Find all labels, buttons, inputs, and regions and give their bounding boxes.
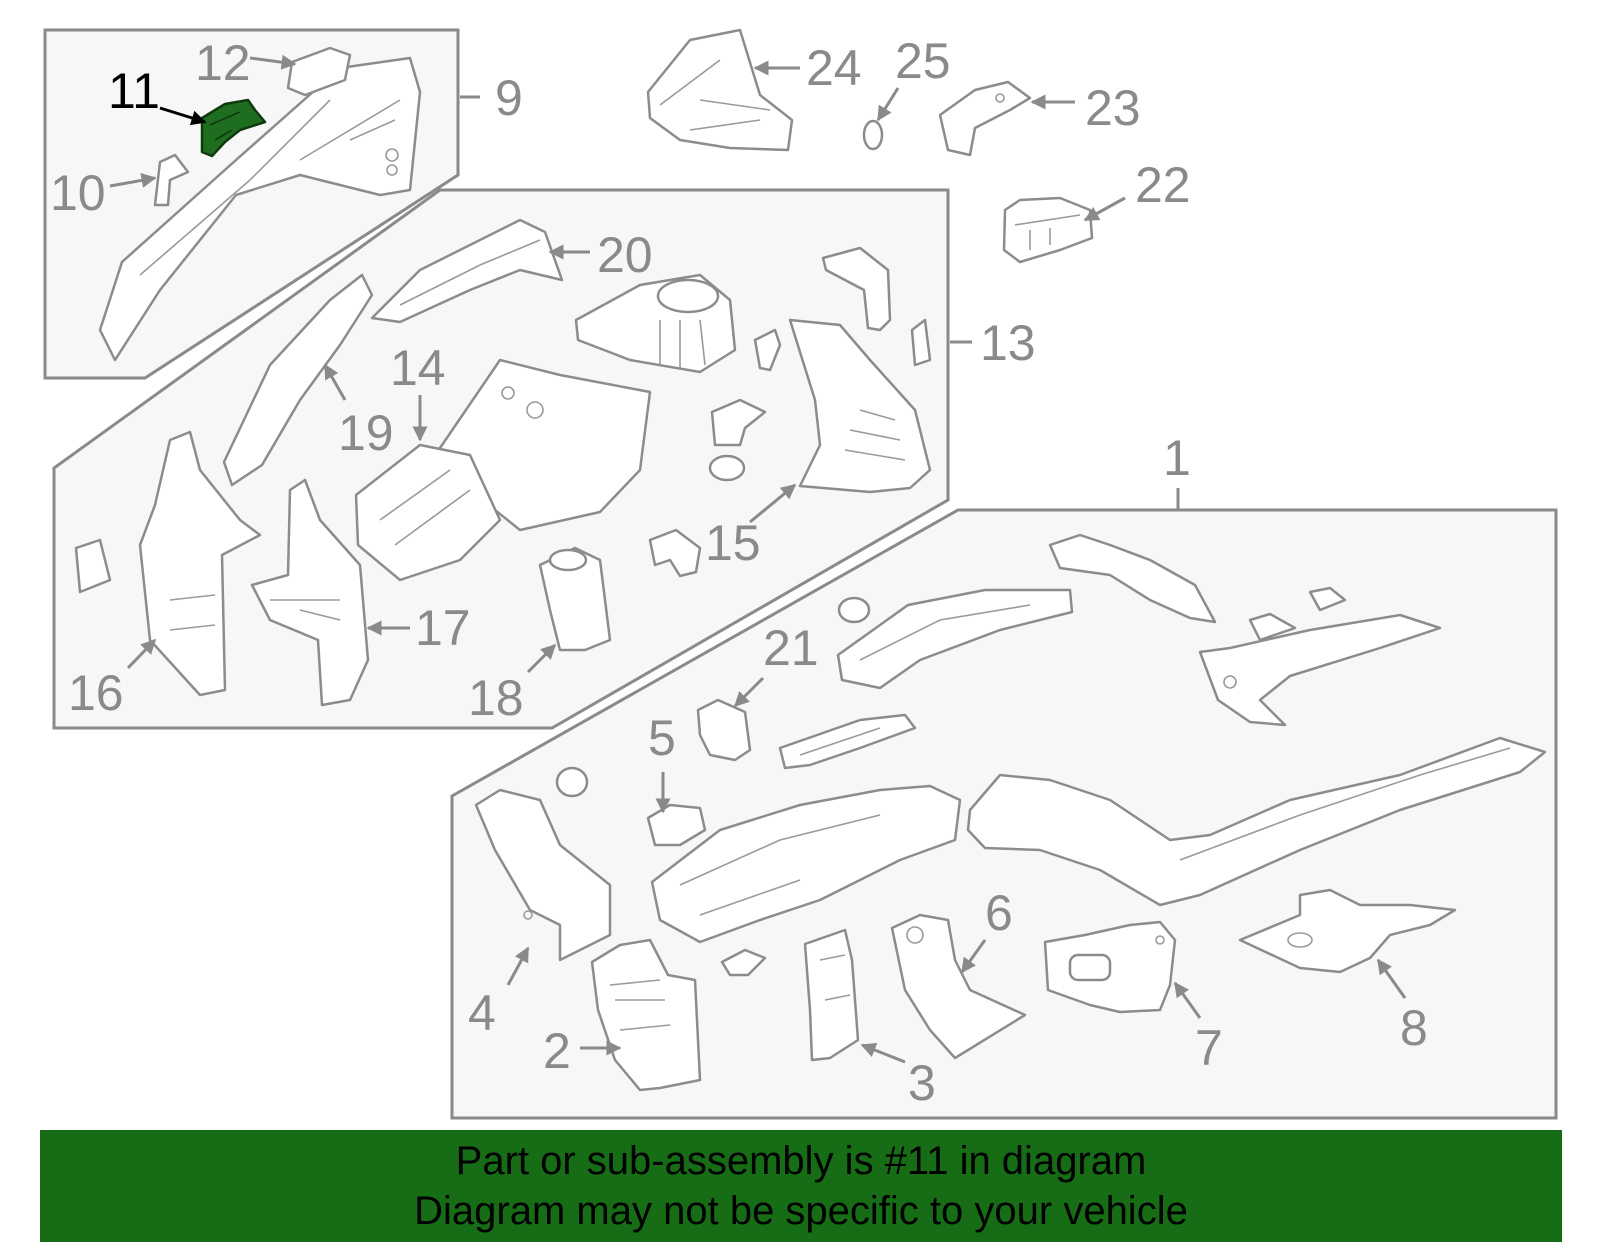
callout-16: 16	[68, 665, 124, 721]
leader-11	[159, 106, 207, 126]
leader-19	[323, 363, 347, 401]
callout-13: 13	[980, 315, 1036, 371]
callout-12: 12	[195, 35, 251, 91]
part-4-pillar	[474, 788, 612, 962]
leader-8	[1376, 958, 1407, 999]
part-12-bracket	[286, 46, 352, 97]
callout-18: 18	[468, 670, 524, 726]
part-1-bracket-upper	[1048, 533, 1347, 642]
part-1-frame-rail	[650, 736, 1547, 944]
part-15-wheelhouse	[788, 318, 932, 494]
part-reinforcement	[778, 713, 917, 770]
part-25-grommet	[862, 119, 884, 151]
leader-7	[1173, 981, 1202, 1019]
part-plug	[555, 766, 589, 798]
callout-20: 20	[597, 227, 653, 283]
part-24-housing	[646, 28, 794, 152]
callout-9: 9	[495, 70, 523, 126]
callout-11: 11	[108, 63, 160, 119]
callout-14: 14	[390, 340, 446, 396]
part-1-rail-right	[1198, 613, 1442, 727]
part-13-bracket	[821, 246, 932, 367]
part-strut-tower	[574, 273, 737, 374]
callout-8: 8	[1400, 1000, 1428, 1056]
callout-7: 7	[1195, 1020, 1223, 1076]
part-16-panel	[74, 430, 262, 697]
part-23-bracket	[938, 80, 1032, 157]
callout-6: 6	[985, 885, 1013, 941]
part-6-bracket	[890, 913, 1027, 1060]
part-20-panel	[370, 218, 564, 324]
banner-line-part: Part or sub-assembly is #11 in diagram	[455, 1139, 1147, 1183]
callout-21: 21	[763, 620, 819, 676]
callout-10: 10	[50, 165, 106, 221]
part-3-channel	[803, 928, 860, 1062]
callout-4: 4	[468, 985, 496, 1041]
part-1-rail-upper	[836, 588, 1074, 690]
part-8-panel	[1238, 888, 1457, 974]
callout-2: 2	[543, 1023, 571, 1079]
callout-15: 15	[705, 515, 761, 571]
part-17-panel	[250, 478, 370, 707]
part-22-bracket	[1002, 196, 1094, 264]
leader-16	[126, 638, 157, 670]
leader-15	[749, 483, 797, 524]
banner-line-disclaimer: Diagram may not be specific to your vehi…	[414, 1189, 1188, 1233]
part-9-rail	[98, 56, 422, 362]
part-bracket-small	[753, 328, 782, 372]
callout-3: 3	[908, 1055, 936, 1111]
part-14-panel	[354, 358, 652, 582]
leader-4	[506, 946, 530, 986]
callout-19: 19	[338, 405, 394, 461]
part-10-bracket	[153, 153, 190, 207]
part-7-bracket	[1043, 920, 1177, 1014]
callout-25: 25	[895, 33, 951, 89]
callout-17: 17	[415, 600, 471, 656]
callout-23: 23	[1085, 80, 1141, 136]
leader-3	[860, 1042, 906, 1064]
callout-24: 24	[806, 40, 862, 96]
leader-6	[960, 939, 987, 974]
info-banner: Part or sub-assembly is #11 in diagram D…	[40, 1130, 1562, 1242]
leader-25	[876, 87, 900, 122]
part-clip	[648, 528, 702, 578]
leader-18	[526, 643, 557, 674]
part-18-bracket	[538, 546, 612, 652]
leader-22	[1083, 196, 1126, 222]
callout-1: 1	[1163, 430, 1191, 486]
callout-22: 22	[1135, 157, 1191, 213]
callout-5: 5	[648, 710, 676, 766]
part-21-bracket	[696, 698, 752, 762]
part-19-pillar	[222, 273, 374, 487]
leader-10	[109, 172, 157, 188]
part-mount	[708, 398, 767, 482]
leader-12	[249, 54, 297, 70]
leader-21	[733, 676, 765, 708]
part-11-bracket-highlighted	[200, 98, 267, 158]
